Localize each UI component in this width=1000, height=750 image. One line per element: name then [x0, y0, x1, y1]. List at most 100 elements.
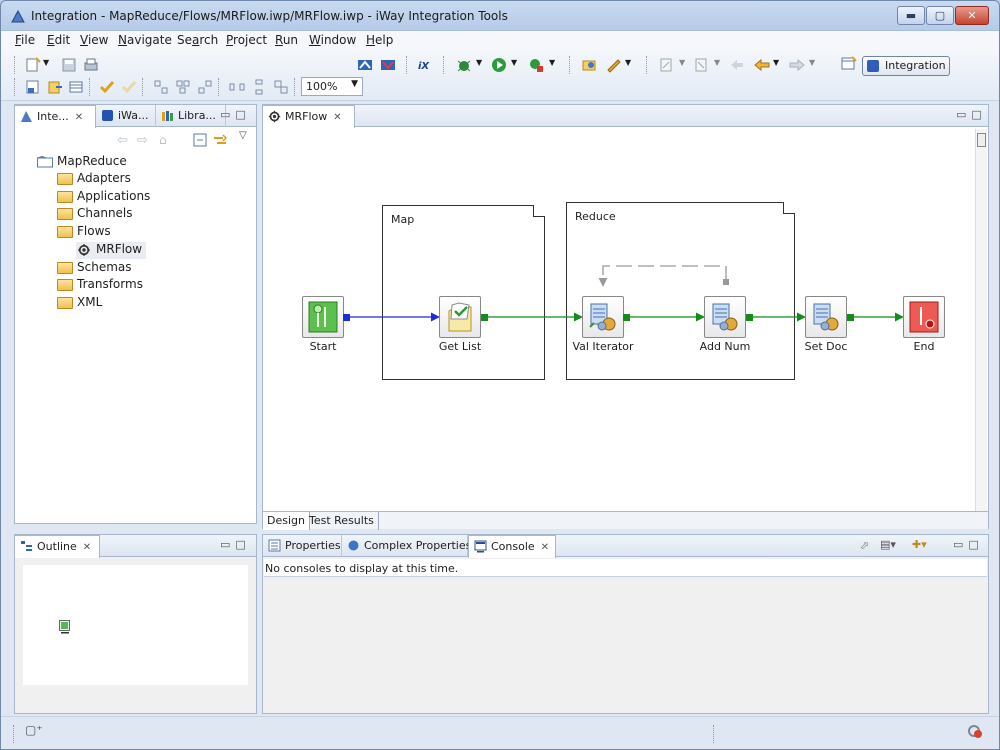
back-dropdown-icon[interactable]: ▼ [773, 58, 780, 67]
open-console-icon[interactable]: ✚▾ [912, 538, 927, 551]
menu-window[interactable]: Window [309, 33, 357, 47]
flow-canvas[interactable]: Map Reduce [264, 129, 974, 511]
node-start[interactable] [302, 296, 344, 338]
external-tools-icon[interactable] [528, 57, 544, 73]
run-dropdown-icon[interactable]: ▼ [511, 58, 518, 67]
tab-library[interactable]: Libra... [156, 105, 226, 127]
next-annotation-dropdown-icon[interactable]: ▼ [679, 58, 686, 67]
pencil-icon[interactable] [605, 57, 621, 73]
tree-item-channels[interactable]: Channels [57, 206, 133, 223]
distribute-v-icon[interactable] [251, 79, 267, 95]
pin-console-icon[interactable]: ⬀ [860, 539, 870, 552]
reduce-frame[interactable]: Reduce [566, 202, 795, 380]
menu-project[interactable]: Project [226, 33, 268, 47]
minimize-maximize-icon[interactable]: ▭□ [956, 108, 987, 121]
debug-dropdown-icon[interactable]: ▼ [476, 58, 483, 67]
maximize-button[interactable]: ▢ [926, 6, 954, 25]
next-annotation-icon[interactable] [658, 57, 674, 73]
minimize-button[interactable]: ▬ [897, 6, 925, 25]
tree-item-schemas[interactable]: Schemas [57, 260, 132, 277]
align-center-icon[interactable] [175, 79, 191, 95]
tree-item-flows[interactable]: Flows [57, 224, 111, 241]
home-nav-icon[interactable]: ⌂ [159, 133, 167, 147]
prev-annotation-icon[interactable] [693, 57, 709, 73]
tree-item-mapreduce[interactable]: MapReduce [37, 154, 127, 171]
tab-design[interactable]: Design [263, 512, 310, 530]
close-icon[interactable]: ✕ [333, 112, 342, 123]
debug-icon[interactable] [456, 57, 472, 73]
close-icon[interactable]: ✕ [540, 542, 550, 553]
map-frame[interactable]: Map [382, 205, 545, 380]
close-icon[interactable]: ✕ [74, 112, 84, 123]
menu-navigate[interactable]: Navigate [118, 33, 172, 47]
ix-icon[interactable]: iX [417, 57, 433, 73]
tab-test-results[interactable]: Test Results [305, 512, 379, 530]
vertical-scrollbar[interactable] [975, 129, 987, 511]
minimize-maximize-icon[interactable]: ▭□ [220, 108, 251, 121]
open-perspective-icon[interactable] [841, 56, 857, 72]
tree-item-transforms[interactable]: Transforms [57, 277, 143, 294]
tab-console[interactable]: Console✕ [468, 535, 556, 558]
outline-thumbnail[interactable] [23, 565, 248, 685]
view-menu-icon[interactable]: ▽ [239, 130, 247, 141]
minimize-maximize-icon[interactable]: ▭□ [220, 538, 251, 551]
export-icon[interactable] [47, 79, 63, 95]
node-add-num[interactable] [704, 296, 746, 338]
minimize-maximize-icon[interactable]: ▭□ [953, 538, 984, 551]
deploy-icon[interactable] [357, 57, 373, 73]
run-icon[interactable] [491, 57, 507, 73]
node-set-doc[interactable] [805, 296, 847, 338]
print-icon[interactable] [83, 57, 99, 73]
tree-item-applications[interactable]: Applications [57, 189, 150, 206]
import-icon[interactable] [25, 79, 41, 95]
tree-item-mrflow[interactable]: MRFlow [76, 242, 147, 259]
menu-file[interactable]: File [15, 33, 36, 47]
menu-search[interactable]: Search [177, 33, 219, 47]
check-disabled-icon[interactable] [121, 79, 137, 95]
forward-dropdown-icon[interactable]: ▼ [809, 58, 816, 67]
node-get-list[interactable] [439, 296, 481, 338]
fast-view-icon[interactable]: ▢⁺ [25, 723, 43, 737]
perspective-integration-button[interactable]: Integration [862, 56, 950, 76]
open-type-icon[interactable] [581, 57, 597, 73]
menu-run[interactable]: Run [275, 33, 299, 47]
last-edit-icon[interactable] [729, 57, 745, 73]
distribute-h-icon[interactable] [229, 79, 245, 95]
edge-addnum-loop[interactable] [598, 265, 727, 287]
external-tools-dropdown-icon[interactable]: ▼ [549, 58, 556, 67]
progress-icon[interactable] [967, 723, 983, 739]
publish-icon[interactable] [380, 57, 396, 73]
tree-item-xml[interactable]: XML [57, 295, 102, 312]
forward-icon[interactable] [789, 57, 805, 73]
tab-integration-explorer[interactable]: Inte...✕ [14, 105, 96, 128]
collapse-all-icon[interactable] [193, 133, 207, 147]
back-nav-icon[interactable]: ⇦ [117, 133, 128, 148]
close-icon[interactable]: ✕ [82, 542, 92, 553]
close-button[interactable]: ✕ [955, 6, 989, 25]
tree-item-adapters[interactable]: Adapters [57, 171, 131, 188]
zoom-select[interactable]: 100% ▼ [301, 77, 363, 96]
menu-view[interactable]: View [80, 33, 109, 47]
menu-help[interactable]: Help [366, 33, 394, 47]
menu-edit[interactable]: Edit [47, 33, 71, 47]
table-icon[interactable] [68, 79, 84, 95]
tab-outline[interactable]: Outline✕ [14, 535, 100, 558]
align-right-icon[interactable] [197, 79, 213, 95]
align-left-icon[interactable] [153, 79, 169, 95]
match-size-icon[interactable] [273, 79, 289, 95]
new-icon[interactable] [25, 57, 41, 73]
prev-annotation-dropdown-icon[interactable]: ▼ [714, 58, 721, 67]
back-icon[interactable] [754, 57, 770, 73]
forward-nav-icon[interactable]: ⇨ [137, 133, 148, 148]
save-icon[interactable] [61, 57, 77, 73]
check-icon[interactable] [99, 79, 115, 95]
tab-properties[interactable]: Properties [263, 535, 342, 557]
tab-mrflow[interactable]: MRFlow✕ [262, 105, 355, 128]
tab-complex-properties[interactable]: Complex Properties [342, 535, 471, 557]
link-editor-icon[interactable] [213, 133, 227, 147]
display-console-icon[interactable]: ▤▾ [880, 538, 896, 551]
tab-iway[interactable]: iWa... [96, 105, 156, 127]
new-dropdown-icon[interactable]: ▼ [43, 58, 50, 67]
node-val-iterator[interactable] [582, 296, 624, 338]
pencil-dropdown-icon[interactable]: ▼ [625, 58, 632, 67]
